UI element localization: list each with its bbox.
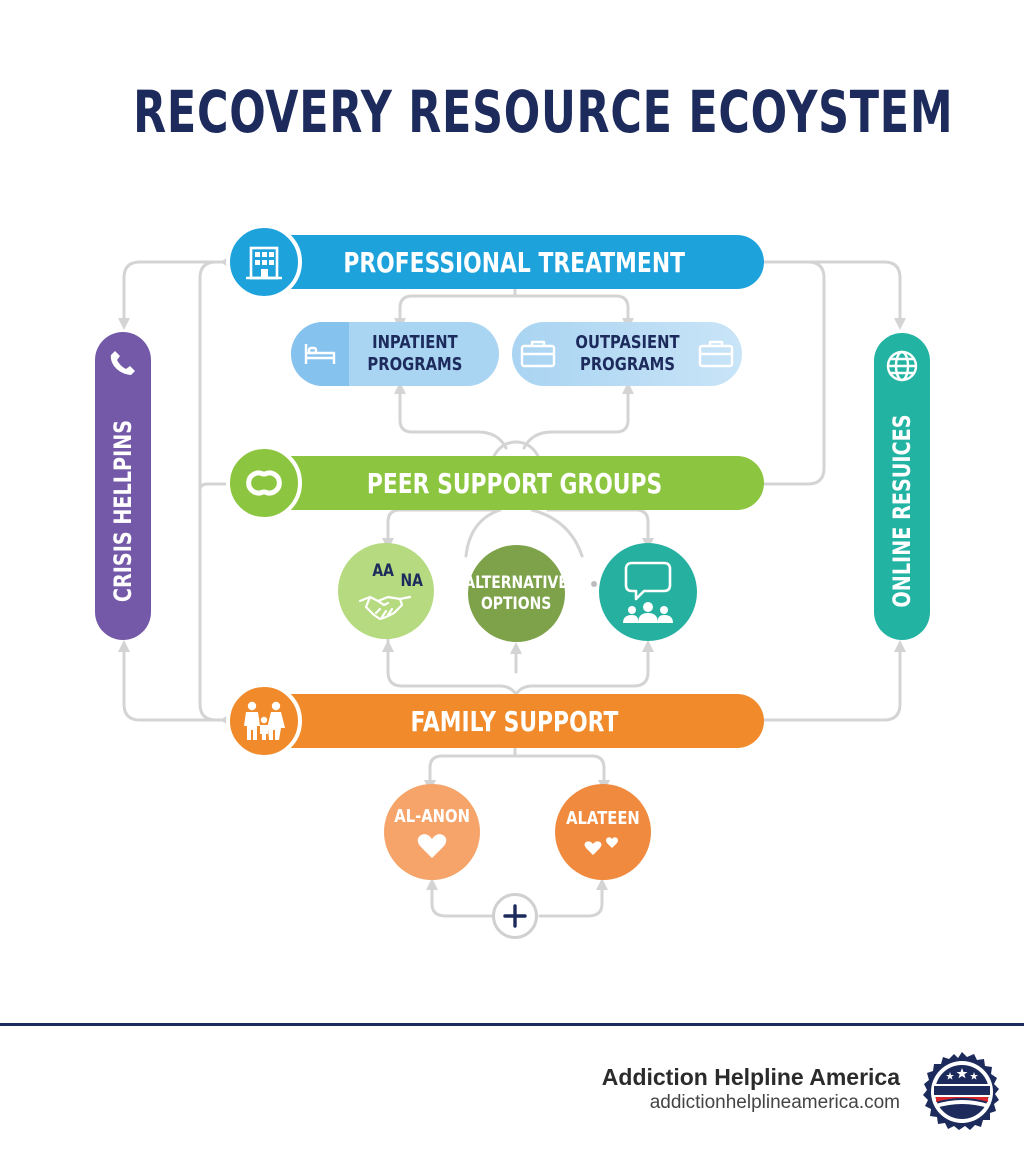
family-support-bar: FAMILY SUPPORT bbox=[230, 694, 764, 748]
inpatient-programs-label: INPATIENT PROGRAMS bbox=[368, 332, 463, 376]
chat-group-icon bbox=[623, 561, 673, 623]
globe-icon bbox=[886, 350, 918, 382]
heart-icon bbox=[417, 833, 447, 858]
outpatient-icon-cell-right bbox=[690, 322, 742, 386]
crisis-helplines-bar: CRISIS HELLPINS bbox=[95, 332, 151, 640]
brand-name: Addiction Helpline America bbox=[601, 1064, 900, 1090]
brand-url: addictionhelplineamerica.com bbox=[649, 1092, 900, 1113]
phone-icon bbox=[110, 351, 135, 375]
outpatient-programs-pill: OUTPASIENT PROGRAMS bbox=[512, 322, 742, 386]
inpatient-icon-cell bbox=[291, 322, 349, 386]
aa-label: AA bbox=[372, 561, 394, 581]
alternative-line2: OPTIONS bbox=[481, 593, 552, 614]
addiction-helpline-america-seal bbox=[923, 1052, 999, 1130]
two-hearts-icon bbox=[584, 836, 618, 855]
peer-support-label: PEER SUPPORT GROUPS bbox=[366, 466, 662, 500]
aa-na-circle: AA NA bbox=[338, 543, 434, 639]
inpatient-line1: INPATIENT bbox=[372, 332, 458, 353]
outpatient-line1: OUTPASIENT bbox=[574, 332, 680, 353]
briefcase-icon bbox=[520, 340, 555, 368]
alternative-options-circle: ALTERNATIVE OPTIONS bbox=[465, 545, 568, 642]
inpatient-programs-pill: INPATIENT PROGRAMS bbox=[291, 322, 499, 386]
alternative-options-label: ALTERNATIVE OPTIONS bbox=[465, 573, 569, 615]
online-resources-label: ONLINE RESUICES bbox=[888, 414, 916, 608]
professional-treatment-label: PROFESSIONAL TREATMENT bbox=[343, 245, 685, 279]
family-icon bbox=[244, 701, 285, 740]
outpatient-icon-cell bbox=[512, 322, 564, 386]
peer-support-badge bbox=[226, 445, 302, 521]
professional-treatment-bar: PROFESSIONAL TREATMENT bbox=[230, 235, 764, 289]
handshake-icon bbox=[358, 595, 412, 621]
online-resources-bar: ONLINE RESUICES bbox=[874, 333, 930, 640]
bed-icon bbox=[304, 344, 336, 364]
outpatient-programs-label: OUTPASIENT PROGRAMS bbox=[575, 332, 679, 376]
alateen-label: ALATEEN bbox=[566, 807, 640, 829]
professional-treatment-badge bbox=[226, 224, 302, 300]
plus-circle bbox=[492, 893, 538, 939]
family-support-badge bbox=[226, 683, 302, 759]
peer-support-bar: PEER SUPPORT GROUPS bbox=[230, 456, 764, 510]
plus-icon bbox=[503, 904, 527, 928]
crisis-helplines-label: CRISIS HELLPINS bbox=[109, 419, 137, 602]
inpatient-line2: PROGRAMS bbox=[367, 354, 463, 375]
family-support-label: FAMILY SUPPORT bbox=[410, 704, 619, 738]
alternative-line1: ALTERNATIVE bbox=[464, 572, 569, 593]
community-chat-circle bbox=[599, 543, 697, 641]
al-anon-circle: AL-ANON bbox=[384, 784, 480, 880]
briefcase-icon bbox=[699, 340, 734, 368]
building-icon bbox=[246, 246, 282, 280]
na-label: NA bbox=[400, 571, 423, 591]
outpatient-line2: PROGRAMS bbox=[579, 354, 675, 375]
linked-rings-icon bbox=[246, 470, 282, 496]
al-anon-label: AL-ANON bbox=[394, 805, 470, 827]
footer-rule bbox=[0, 1023, 1024, 1026]
page-title: RECOVERY RESOURCE ECOYSTEM bbox=[133, 78, 954, 146]
alateen-circle: ALATEEN bbox=[555, 784, 651, 880]
